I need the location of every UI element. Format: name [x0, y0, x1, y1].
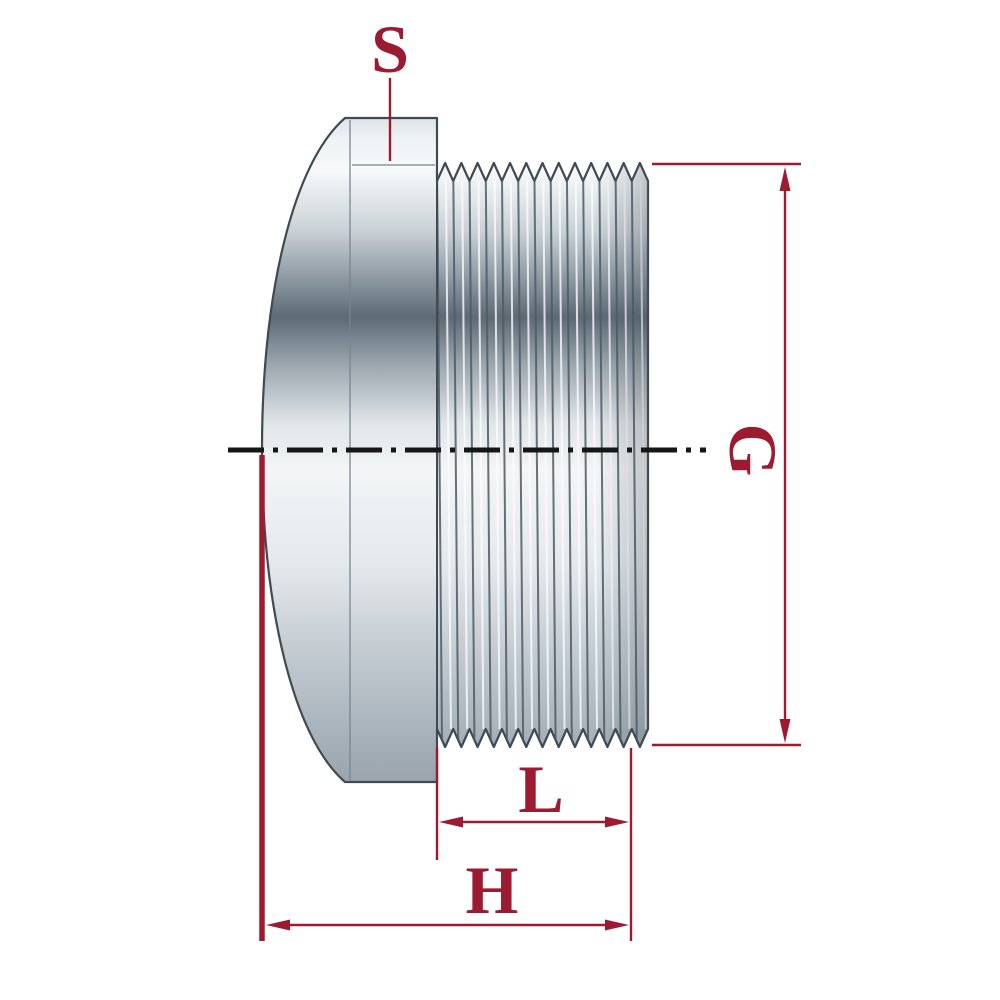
dimension-l-label: L	[518, 751, 563, 827]
dimension-s-label: S	[371, 11, 409, 87]
dimension-g-label: G	[715, 424, 791, 477]
dimension-l-arrow-left	[439, 816, 463, 828]
dimension-g: G	[652, 162, 801, 747]
dimension-h-arrow-right	[605, 919, 629, 931]
dimension-g-arrow-top	[779, 167, 791, 191]
dimension-g-arrow-bottom	[779, 719, 791, 743]
dimension-s: S	[371, 11, 409, 161]
dimension-l-arrow-right	[605, 816, 629, 828]
dimension-h: H	[259, 455, 629, 941]
dimension-h-arrow-left	[266, 919, 290, 931]
dimension-h-label: H	[466, 852, 519, 928]
thread-end-shading	[598, 163, 648, 747]
dimension-l: L	[435, 748, 633, 941]
